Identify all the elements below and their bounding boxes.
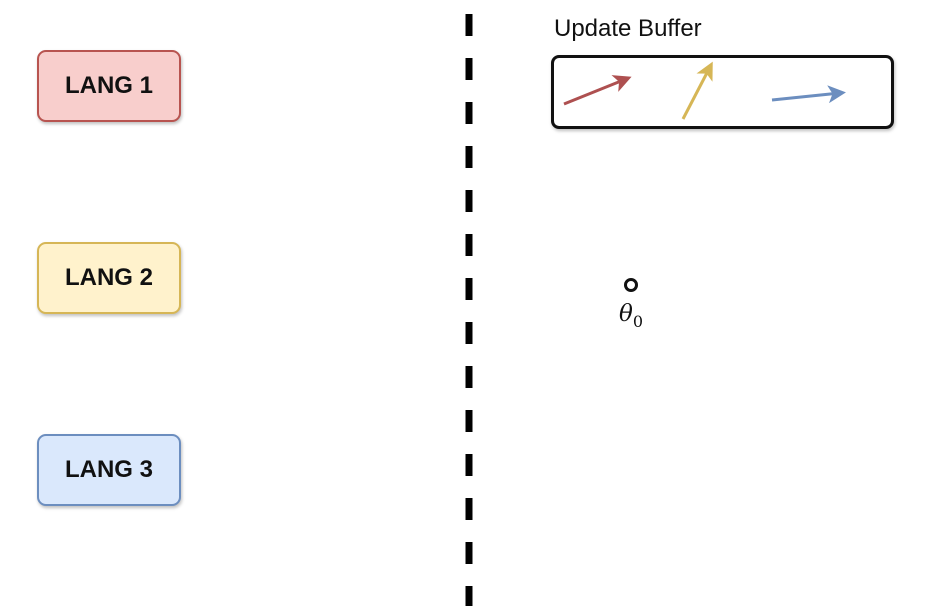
- update-buffer-title: Update Buffer: [554, 15, 702, 42]
- lang-1-label: LANG 1: [64, 72, 153, 99]
- theta-symbol: θ: [619, 301, 633, 327]
- update-arrow-lang-1: [563, 75, 632, 106]
- theta-0-point: [624, 278, 638, 292]
- update-arrow-lang-2: [681, 61, 713, 120]
- lang-3-box: LANG 3: [37, 434, 181, 506]
- update-arrow-lang-3: [771, 85, 846, 104]
- lang-2-label: LANG 2: [64, 264, 153, 291]
- lang-3-label: LANG 3: [64, 456, 153, 483]
- lang-1-box: LANG 1: [37, 50, 181, 122]
- theta-0-label: θ0: [619, 301, 643, 331]
- update-buffer-arrows: [563, 61, 846, 120]
- lang-2-box: LANG 2: [37, 242, 181, 314]
- theta-subscript: 0: [632, 312, 644, 331]
